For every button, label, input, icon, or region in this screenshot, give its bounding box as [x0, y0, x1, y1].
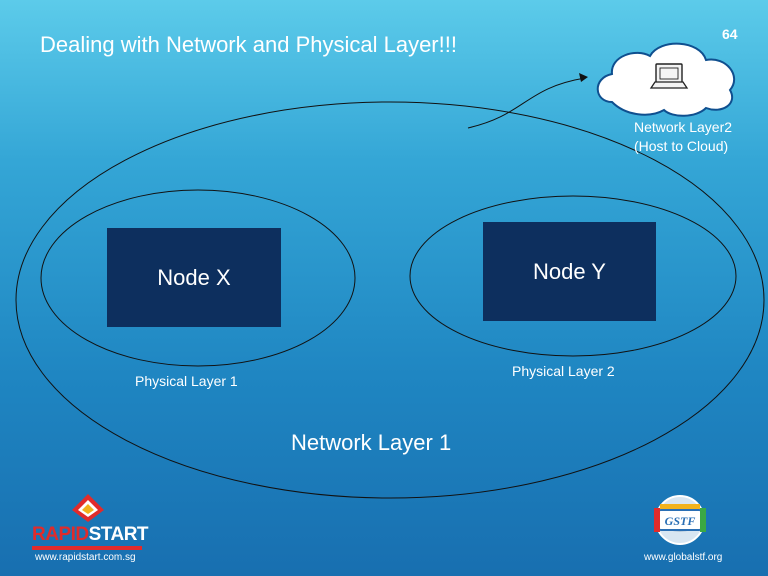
cloud-label-line2: (Host to Cloud) [634, 138, 729, 154]
cloud-label: Network Layer2 (Host to Cloud) [634, 118, 732, 156]
physical-layer-2-label: Physical Layer 2 [512, 363, 615, 379]
physical-layer-1-ellipse [40, 189, 356, 367]
node-x-box: Node X [107, 228, 281, 327]
rapidstart-url: www.rapidstart.com.sg [35, 552, 136, 563]
node-x-label: Node X [157, 264, 231, 290]
gstf-logo-text: GSTF [665, 514, 696, 528]
slide-title: Dealing with Network and Physical Layer!… [40, 32, 457, 57]
rapidstart-emblem-icon [72, 494, 104, 522]
gstf-url: www.globalstf.org [644, 552, 723, 563]
gstf-globe-icon: GSTF [654, 495, 706, 545]
network-layer-1-label: Network Layer 1 [291, 430, 452, 455]
cloud-label-line1: Network Layer2 [634, 119, 733, 135]
cloud-arrow-head [579, 73, 588, 82]
cloud-arrow [467, 77, 586, 129]
node-y-box: Node Y [483, 222, 656, 321]
page-number: 64 [722, 26, 738, 42]
physical-layer-2-ellipse [409, 195, 737, 357]
rapidstart-wordmark: RAPIDSTART [32, 524, 149, 545]
network-layer-1-ellipse [15, 101, 765, 499]
physical-layer-1-label: Physical Layer 1 [135, 373, 238, 389]
rapidstart-tagline-bar [32, 546, 142, 550]
node-y-label: Node Y [533, 258, 606, 284]
laptop-icon [649, 63, 689, 89]
